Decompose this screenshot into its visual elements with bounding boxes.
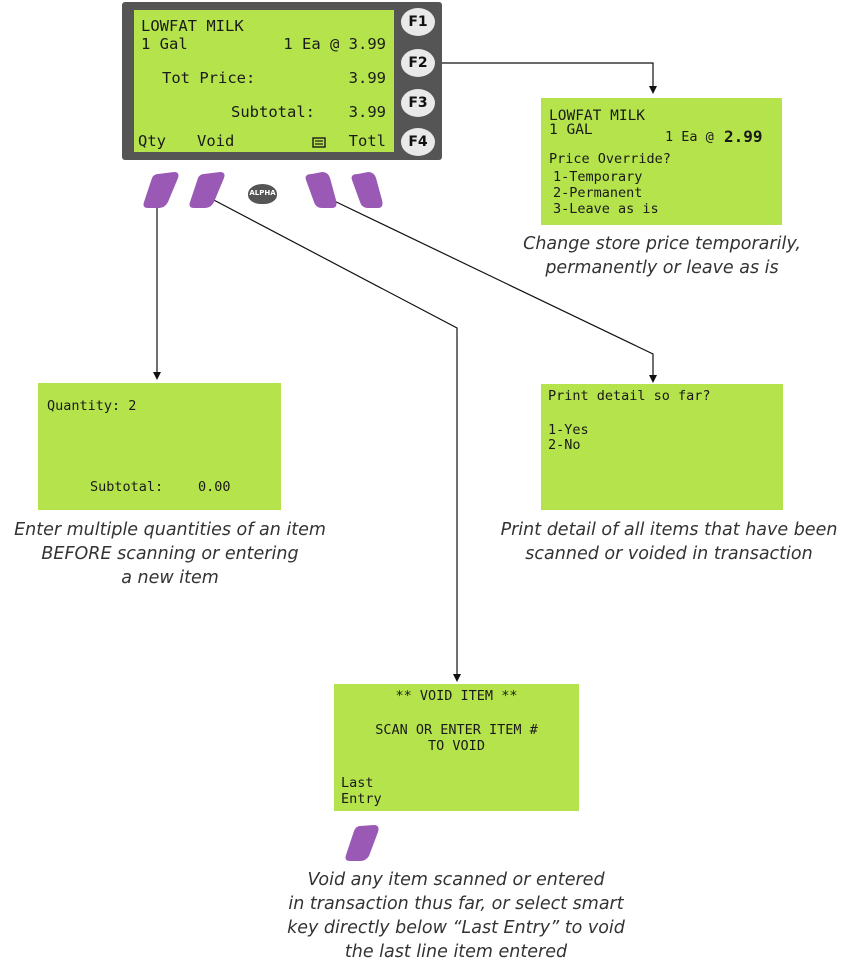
arrow-f2-to-price: [436, 62, 657, 94]
main-subtotal-value: 3.99: [348, 103, 386, 121]
main-subtotal-label: Subtotal:: [231, 103, 315, 121]
main-screen: LOWFAT MILK 1 Gal 1 Ea @ 3.99 Tot Price:…: [134, 10, 394, 152]
void-title: ** VOID ITEM **: [395, 688, 518, 704]
quantity-caption-line-2: BEFORE scanning or entering: [41, 544, 299, 564]
main-tot-price-label: Tot Price:: [162, 69, 256, 87]
smart-key-qty[interactable]: [143, 172, 179, 208]
smart-key-total[interactable]: [351, 172, 383, 208]
price-option-3: 3-Leave as is: [553, 201, 659, 217]
print-detail-screen: Print detail so far? 1-Yes 2-No: [541, 384, 783, 510]
void-last-label: Last: [341, 775, 374, 791]
price-qty-prefix: 1 Ea @: [665, 129, 714, 145]
void-caption-line-2: in transaction thus far, or select smart: [288, 894, 624, 914]
alpha-key[interactable]: [248, 184, 277, 204]
price-override-screen: LOWFAT MILK 1 GAL 1 Ea @ 2.99 Price Over…: [541, 98, 782, 225]
main-size: 1 Gal: [141, 35, 188, 53]
price-value: 2.99: [724, 127, 763, 146]
smart-key-last-entry[interactable]: [342, 823, 382, 863]
void-caption-line-4: the last line item entered: [344, 942, 568, 962]
soft-label-totl: Totl: [348, 132, 386, 150]
alpha-key-label: ALPHA: [249, 189, 276, 197]
smart-keys: [143, 172, 383, 208]
quantity-subtotal-label: Subtotal:: [90, 479, 164, 495]
void-line-2: TO VOID: [428, 738, 485, 754]
quantity-caption-line-3: a new item: [121, 568, 219, 588]
void-entry-label: Entry: [341, 791, 382, 807]
price-size: 1 GAL: [549, 122, 593, 138]
print-question: Print detail so far?: [548, 388, 711, 404]
print-option-2: 2-No: [548, 437, 581, 453]
void-line-1: SCAN OR ENTER ITEM #: [375, 722, 538, 738]
price-question: Price Override?: [549, 151, 671, 167]
arrow-print-to-print-detail: [327, 197, 657, 383]
printer-icon: [312, 137, 326, 148]
quantity-line: Quantity: 2: [47, 398, 137, 414]
void-caption-line-1: Void any item scanned or entered: [307, 870, 605, 890]
soft-label-qty: Qty: [138, 132, 166, 150]
main-qty-price: 1 Ea @ 3.99: [283, 35, 386, 53]
soft-label-void: Void: [197, 132, 235, 150]
price-option-2: 2-Permanent: [553, 185, 643, 201]
quantity-screen: Quantity: 2 Subtotal: 0.00: [38, 383, 281, 510]
main-tot-price-value: 3.99: [348, 69, 386, 87]
print-caption-line-2: scanned or voided in transaction: [525, 544, 813, 564]
main-item: LOWFAT MILK: [141, 17, 244, 35]
price-caption-line-2: permanently or leave as is: [545, 258, 779, 278]
smart-key-void[interactable]: [189, 172, 225, 208]
smart-key-printer[interactable]: [305, 172, 337, 208]
price-item: LOWFAT MILK: [549, 108, 646, 124]
quantity-caption-line-1: Enter multiple quantities of an item: [14, 520, 326, 540]
print-caption-line-1: Print detail of all items that have been: [500, 520, 838, 540]
f2-key[interactable]: F2: [401, 49, 435, 77]
void-item-screen: ** VOID ITEM ** SCAN OR ENTER ITEM # TO …: [334, 684, 579, 811]
print-option-1: 1-Yes: [548, 422, 589, 438]
f4-key[interactable]: F4: [401, 128, 435, 156]
price-option-1: 1-Temporary: [553, 169, 643, 185]
f1-key[interactable]: F1: [401, 8, 435, 36]
void-caption-line-3: key directly below “Last Entry” to void: [287, 918, 625, 938]
quantity-subtotal-value: 0.00: [198, 479, 231, 495]
f3-key[interactable]: F3: [401, 89, 435, 117]
price-caption-line-1: Change store price temporarily,: [523, 234, 801, 254]
